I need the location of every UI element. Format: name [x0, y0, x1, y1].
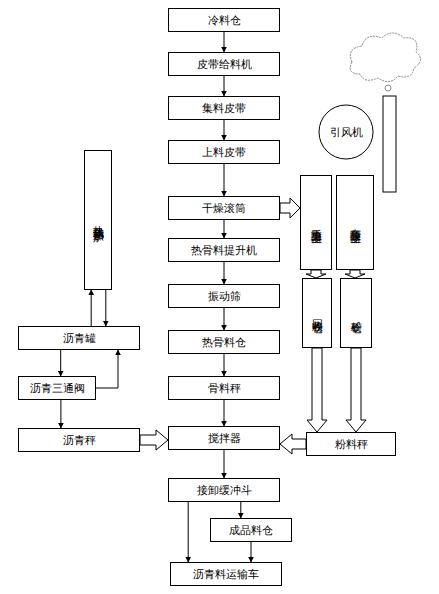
hollow-arrow [346, 348, 366, 432]
flow-arrow [91, 290, 92, 326]
hot-bin: 热骨料仓 [168, 330, 280, 354]
mixer: 搅拌器 [168, 426, 280, 450]
flow-arrow [60, 400, 61, 428]
powder-scale: 粉料秤 [306, 432, 396, 456]
induced-fan: 引风机 [318, 104, 374, 160]
node-label: 重力除尘器 [310, 220, 323, 225]
node-label: 热载体加热炉 [92, 217, 105, 223]
flow-arrow [224, 32, 225, 52]
node-label: 集料皮带 [202, 102, 246, 115]
vibrating-screen: 振动筛 [168, 284, 280, 308]
flow-arrow [224, 400, 225, 426]
node-label: 皮带给料机 [197, 58, 252, 71]
flow-arrow [224, 450, 225, 478]
dryer-drum: 干燥滚筒 [168, 196, 280, 220]
node-label: 引风机 [330, 126, 363, 139]
node-label: 沥青三通阀 [30, 382, 85, 395]
cold-bin: 冷料仓 [168, 8, 280, 32]
node-label: 回收粉仓 [311, 311, 324, 315]
aggregate-scale: 骨料秤 [168, 376, 280, 400]
flow-arrow [60, 350, 61, 376]
asphalt-scale: 沥青秤 [18, 428, 140, 452]
node-label: 接卸缓冲斗 [197, 484, 252, 497]
flow-arrow [224, 120, 225, 140]
node-label: 上料皮带 [202, 146, 246, 159]
flow-arrow [96, 350, 118, 388]
flow-arrow [188, 502, 189, 562]
heater-furnace: 热载体加热炉 [84, 150, 112, 290]
node-label: 骨料秤 [208, 382, 241, 395]
smoke-puff [385, 85, 391, 91]
flow-arrow [251, 542, 252, 562]
node-label: 热骨料仓 [202, 336, 246, 349]
hollow-arrow [280, 434, 306, 454]
node-label: 沥青罐 [63, 332, 96, 345]
node-label: 冷料仓 [208, 14, 241, 27]
flow-arrow [224, 354, 225, 376]
flow-arrow [224, 308, 225, 330]
node-label: 布袋除尘器 [349, 220, 362, 225]
gravity-collector: 重力除尘器 [300, 175, 332, 270]
smoke-cloud [350, 33, 420, 82]
hot-elevator: 热骨料提升机 [168, 238, 280, 262]
flow-arrow [240, 502, 241, 518]
flow-arrow [224, 220, 225, 238]
hollow-arrow [140, 430, 168, 450]
node-label: 沥青秤 [63, 434, 96, 447]
node-label: 热骨料提升机 [191, 244, 257, 257]
lift-belt: 上料皮带 [168, 140, 280, 164]
node-label: 粉料秤 [335, 438, 368, 451]
mineral-powder-bin: 矿粉仓 [340, 278, 372, 348]
bag-filter: 布袋除尘器 [336, 175, 374, 270]
node-label: 沥青料运输车 [193, 568, 259, 581]
flow-arrow [224, 262, 225, 284]
node-label: 干燥滚筒 [202, 202, 246, 215]
belt-feeder: 皮带给料机 [168, 52, 280, 76]
hollow-arrow [307, 348, 327, 432]
node-label: 振动筛 [208, 290, 241, 303]
collect-belt: 集料皮带 [168, 96, 280, 120]
three-way-valve: 沥青三通阀 [18, 376, 96, 400]
node-label: 矿粉仓 [350, 312, 363, 315]
buffer-hopper: 接卸缓冲斗 [168, 478, 280, 502]
node-label: 成品料仓 [229, 524, 273, 537]
recovered-powder-bin: 回收粉仓 [302, 278, 332, 348]
product-bin: 成品料仓 [210, 518, 292, 542]
chimney [383, 96, 396, 192]
hollow-arrow [345, 270, 365, 278]
flow-arrow [105, 290, 106, 326]
truck: 沥青料运输车 [170, 562, 282, 586]
asphalt-tank: 沥青罐 [18, 326, 140, 350]
hollow-arrow [306, 270, 326, 278]
node-label: 搅拌器 [208, 432, 241, 445]
hollow-arrow [280, 198, 300, 218]
flow-arrow [224, 76, 225, 96]
flow-arrow [224, 164, 225, 196]
